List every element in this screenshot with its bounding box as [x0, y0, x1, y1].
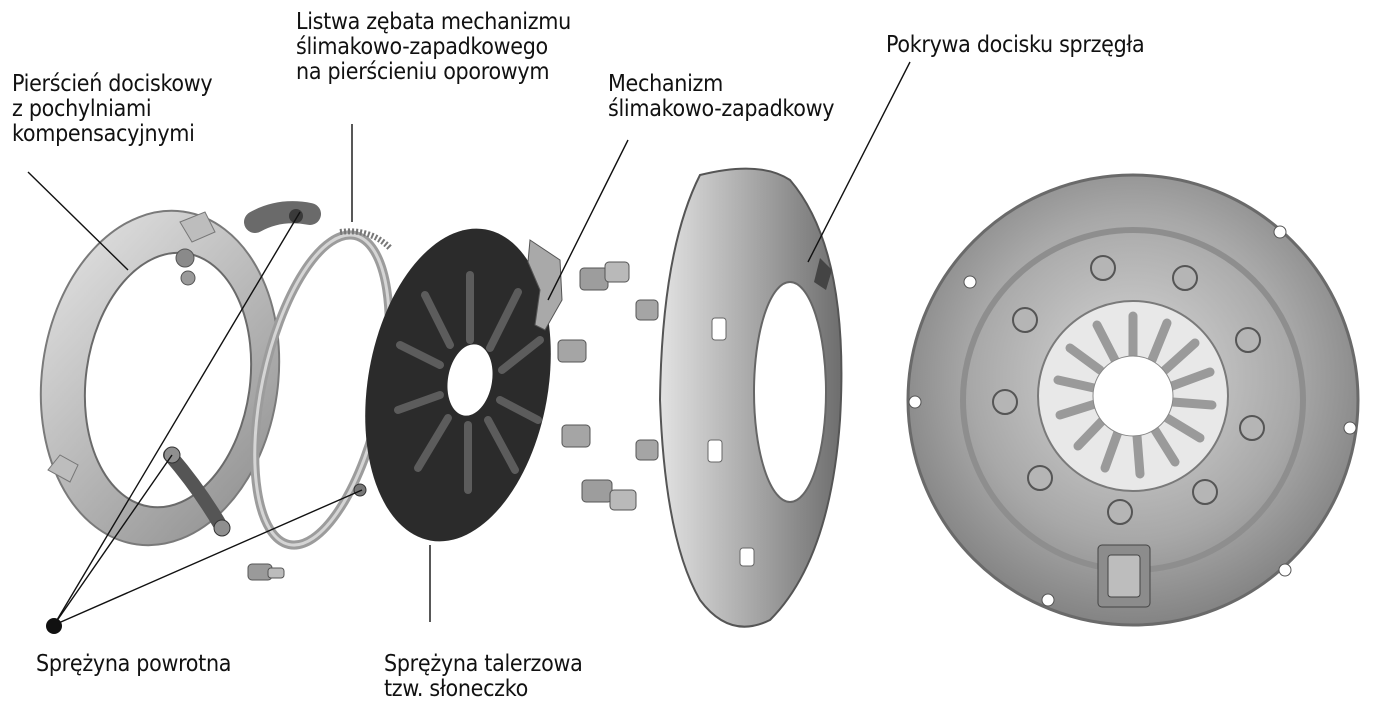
clutch-cover-side — [658, 167, 843, 628]
spring-bolts — [247, 563, 285, 581]
label-clutch-cover: Pokrywa docisku sprzęgła — [886, 32, 1145, 58]
pressure-ring — [39, 209, 281, 547]
label-return-spring: Sprężyna powrotna — [36, 651, 232, 677]
leader-lines — [27, 61, 911, 626]
diaphragm-spring — [365, 228, 551, 542]
clutch-cover-front — [906, 173, 1360, 627]
label-worm-ratchet: Mechanizm ślimakowo-zapadkowy — [608, 71, 835, 122]
leader-worm-ratchet — [547, 139, 629, 301]
return-spring-part — [244, 201, 321, 233]
label-diaphragm-spring: Sprężyna talerzowa tzw. słoneczko — [384, 651, 583, 702]
return-spring-marker — [46, 618, 62, 634]
label-toothed-strip: Listwa zębata mechanizmu ślimakowo-zapad… — [296, 9, 571, 85]
leader-return-spring-1 — [53, 211, 301, 626]
label-pressure-ring: Pierścień dociskowy z pochylniami kompen… — [12, 71, 213, 147]
worm-ratchet-parts — [527, 239, 659, 511]
leader-return-spring-3 — [53, 489, 363, 626]
leader-pressure-ring — [27, 171, 129, 271]
leader-clutch-cover — [807, 61, 911, 263]
leader-return-spring-2 — [53, 454, 173, 626]
